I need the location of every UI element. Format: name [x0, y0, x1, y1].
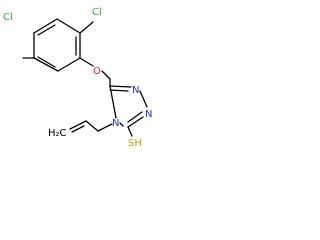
bond-nitrogen-to-allyl [97, 123, 113, 132]
chlorine-left-label: Cl [3, 12, 13, 23]
nitrogen-top-label: N [132, 85, 139, 96]
ether-oxygen-label: O [93, 66, 101, 77]
molecule-structure: Cl Cl O N N N H₂C SH [3, 7, 152, 149]
vinyl-terminus-label: H₂C [48, 128, 67, 139]
nitrogen-right-label: N [145, 109, 152, 120]
thiol-label: SH [128, 138, 142, 149]
chlorine-top-label: Cl [92, 7, 102, 18]
bond-oxygen-to-methylene [101, 70, 111, 80]
bond-to-chlorine-top [79, 21, 94, 34]
nitrogen-ring-label: N [112, 118, 119, 129]
bond-ring-to-oxygen [79, 57, 94, 67]
bond-allyl-ch [85, 120, 99, 132]
bond-allyl-double-inner [71, 125, 85, 133]
bond-allyl-double [69, 120, 87, 130]
bond-to-thiol [127, 126, 133, 137]
benzene-ring [33, 18, 81, 72]
triazole-ring [109, 85, 148, 128]
